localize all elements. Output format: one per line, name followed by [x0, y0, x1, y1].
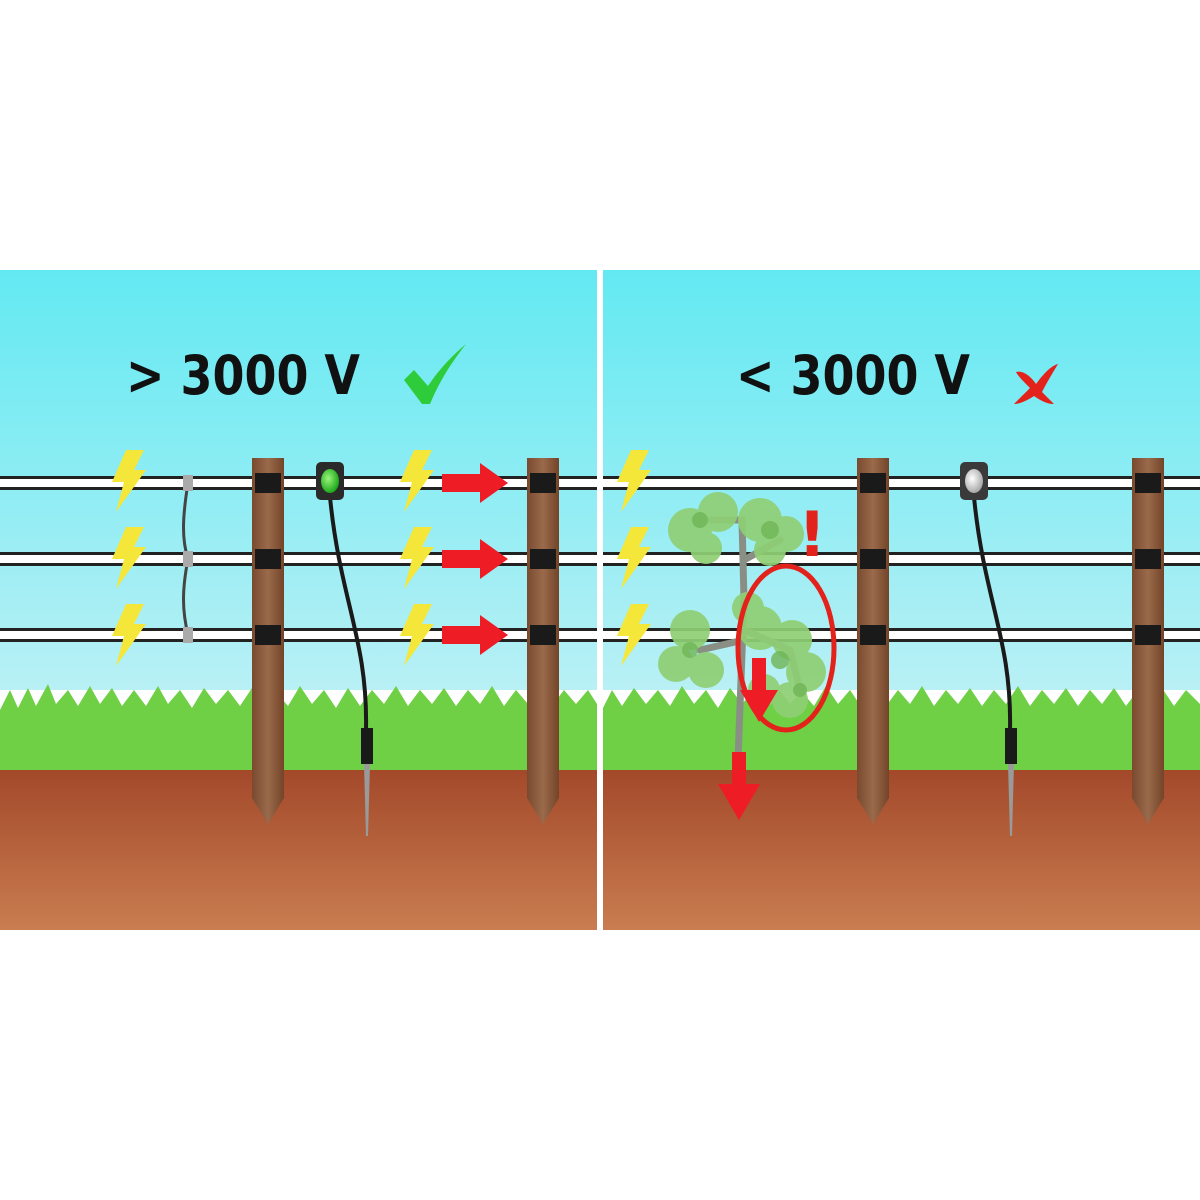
voltage-label-high: > 3000 V: [126, 344, 360, 407]
branch-icon: [658, 492, 826, 764]
left-panel: > 3000 V: [0, 270, 597, 930]
indicator-light-on: [321, 469, 339, 493]
fence-tester-icon: [316, 462, 373, 836]
wire-connector: [182, 475, 193, 643]
right-panel: ! < 3000 V: [603, 270, 1200, 930]
fence-post: [527, 458, 559, 824]
panel-divider: [597, 270, 603, 930]
fence-post: [1132, 458, 1164, 824]
cross-mark-icon: [1014, 364, 1058, 404]
current-leak-arrow-icon: [718, 752, 760, 820]
check-mark-icon: [404, 344, 466, 404]
voltage-label-low: < 3000 V: [736, 344, 970, 407]
current-leak-arrow-icon: [740, 658, 778, 722]
grass: [603, 686, 1200, 772]
fence-tester-icon: [960, 462, 1017, 836]
soil: [0, 770, 597, 930]
fence-post: [857, 458, 889, 824]
indicator-light-off: [965, 469, 983, 493]
grass: [0, 684, 597, 772]
leakage-highlight-circle: [735, 563, 837, 733]
soil: [603, 770, 1200, 930]
fence-post: [252, 458, 284, 824]
warning-exclamation-icon: !: [798, 498, 826, 571]
